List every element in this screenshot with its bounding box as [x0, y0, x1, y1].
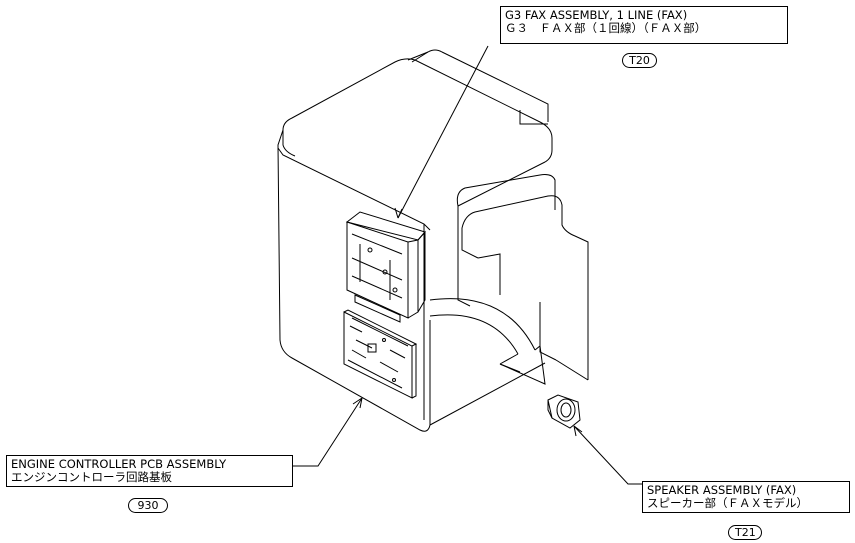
curved-arrow	[429, 298, 546, 385]
fax-board-assembly	[345, 211, 426, 323]
speaker-assembly-label-jp: スピーカー部（ＦＡＸモデル）	[647, 496, 808, 510]
engine-controller-board	[343, 309, 418, 399]
leader-lines	[292, 45, 642, 485]
speaker-assembly-ref: T21	[728, 525, 762, 540]
fax-assembly-label-jp: Ｇ３ ＦＡＸ部（１回線）（ＦＡＸ部）	[505, 21, 707, 35]
speaker-assembly	[547, 394, 581, 429]
printer-housing	[277, 49, 589, 432]
engine-controller-label-en: ENGINE CONTROLLER PCB ASSEMBLY	[11, 457, 227, 471]
engine-controller-callout: ENGINE CONTROLLER PCB ASSEMBLY エンジンコントロー…	[6, 455, 293, 487]
engine-controller-label-jp: エンジンコントローラ回路基板	[11, 470, 172, 484]
fax-assembly-ref: T20	[622, 53, 657, 68]
fax-assembly-callout: G3 FAX ASSEMBLY, 1 LINE (FAX) Ｇ３ ＦＡＸ部（１回…	[500, 6, 788, 44]
fax-assembly-label-en: G3 FAX ASSEMBLY, 1 LINE (FAX)	[505, 8, 688, 22]
speaker-assembly-label-en: SPEAKER ASSEMBLY (FAX)	[647, 483, 797, 497]
engine-controller-ref: 930	[128, 498, 168, 513]
speaker-assembly-callout: SPEAKER ASSEMBLY (FAX) スピーカー部（ＦＡＸモデル）	[642, 481, 850, 513]
